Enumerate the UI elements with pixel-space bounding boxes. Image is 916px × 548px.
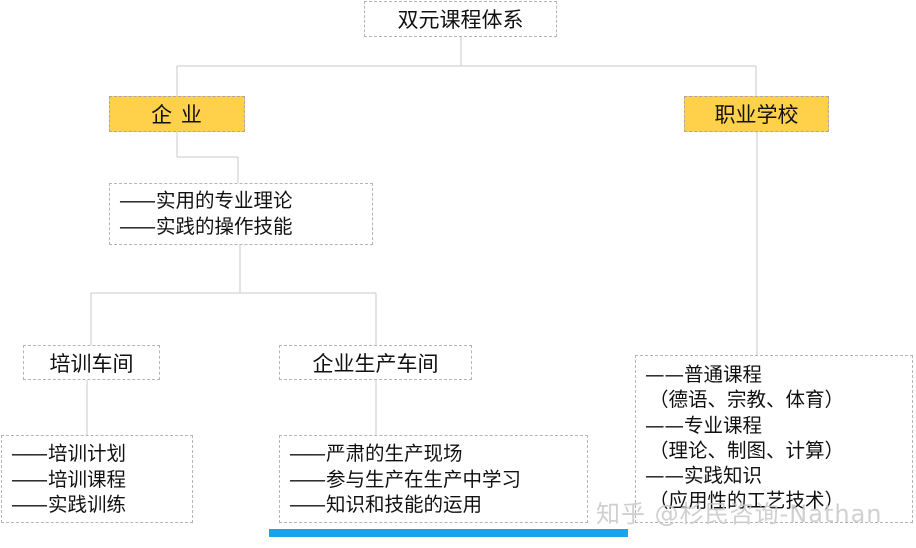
list-item-text: 知识和技能的运用 [326, 493, 483, 516]
course-title: ——实践知识 [645, 463, 912, 488]
watermark: 知乎 @杉民咨询-Nathan [596, 500, 883, 528]
course-title-text: 普通课程 [684, 363, 763, 386]
list-item-text: 培训课程 [48, 467, 127, 491]
vocational-school-courses: ——普通课程 （德语、宗教、体育） ——专业课程 （理论、制图、计算） ——实践… [635, 355, 913, 523]
training-workshop-label: 培训车间 [49, 351, 134, 376]
root-node: 双元课程体系 [364, 1, 557, 37]
summary-item: ——实践的操作技能 [119, 214, 372, 240]
vocational-school-node: 职业学校 [684, 96, 829, 132]
dash-mark: —— [289, 467, 326, 491]
course-title-text: 实践知识 [684, 464, 763, 488]
summary-text: 实用的专业理论 [156, 189, 293, 212]
list-item: ——严肃的生产现场 [289, 441, 587, 467]
dash-mark: —— [11, 467, 48, 491]
dash-mark: —— [645, 464, 684, 488]
production-workshop-items: ——严肃的生产现场 ——参与生产在生产中学习 ——知识和技能的运用 [279, 435, 588, 523]
list-item: ——培训课程 [11, 467, 192, 493]
dash-mark: —— [11, 442, 48, 465]
summary-text: 实践的操作技能 [156, 214, 293, 238]
list-item: ——参与生产在生产中学习 [289, 467, 587, 493]
course-title-text: 专业课程 [684, 413, 763, 437]
list-item-text: 实践训练 [48, 493, 127, 516]
course-detail: （德语、宗教、体育） [649, 388, 845, 412]
course-detail: （理论、制图、计算） [649, 438, 845, 462]
list-item: ——培训计划 [11, 441, 192, 467]
summary-item: ——实用的专业理论 [119, 188, 372, 214]
production-workshop-label: 企业生产车间 [312, 351, 439, 376]
root-label: 双元课程体系 [397, 8, 524, 32]
course-title: ——专业课程 [645, 413, 912, 438]
list-item-text: 参与生产在生产中学习 [326, 467, 522, 491]
course-detail: （应用性的工艺技术） [649, 489, 845, 513]
list-item-text: 培训计划 [48, 442, 127, 465]
course-title: ——普通课程 [645, 362, 912, 387]
production-workshop-node: 企业生产车间 [279, 345, 472, 380]
list-item-text: 严肃的生产现场 [326, 442, 463, 465]
vocational-school-label: 职业学校 [714, 103, 799, 127]
dash-mark: —— [289, 442, 326, 465]
training-workshop-items: ——培训计划 ——培训课程 ——实践训练 [1, 435, 193, 523]
enterprise-node: 企 业 [109, 96, 245, 132]
dash-mark: —— [11, 493, 48, 516]
enterprise-label: 企 业 [151, 103, 203, 127]
list-item: ——知识和技能的运用 [289, 492, 587, 518]
dash-mark: —— [645, 413, 684, 437]
list-item: ——实践训练 [11, 492, 192, 518]
accent-bar [269, 529, 628, 537]
dash-mark: —— [289, 493, 326, 516]
dash-mark: —— [119, 214, 156, 238]
dash-mark: —— [645, 363, 684, 386]
training-workshop-node: 培训车间 [23, 345, 160, 380]
dash-mark: —— [119, 189, 156, 212]
enterprise-summary-box: ——实用的专业理论 ——实践的操作技能 [109, 183, 373, 245]
